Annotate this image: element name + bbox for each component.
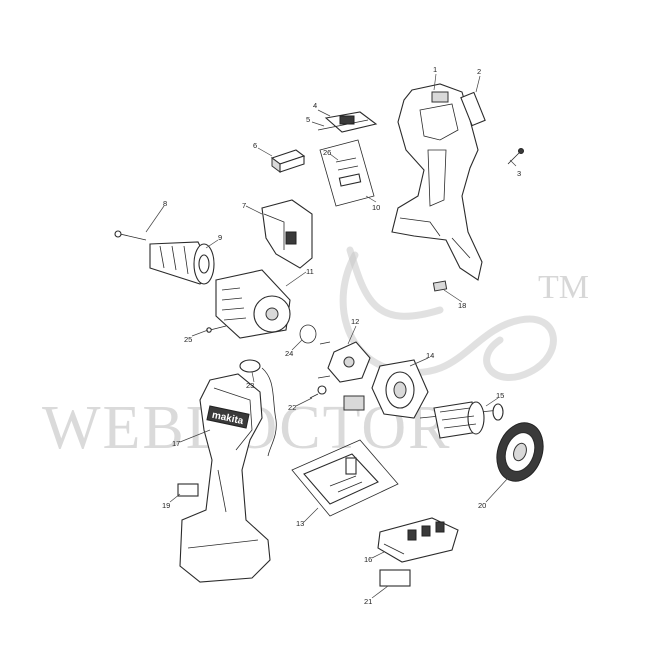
- callout-15: 15: [496, 391, 504, 400]
- callout-11: 11: [306, 267, 314, 276]
- callout-8: 8: [163, 199, 167, 208]
- watermark-trademark: TM: [538, 269, 589, 306]
- part-11-gearbox: [215, 269, 291, 339]
- part-8-screw: [114, 230, 147, 241]
- callout-18: 18: [458, 301, 466, 310]
- part-16-terminal: [377, 517, 459, 563]
- part-24-oring: [299, 324, 317, 344]
- callout-7: 7: [242, 201, 246, 210]
- callout-16: 16: [364, 555, 372, 564]
- callout-6: 6: [253, 141, 257, 150]
- part-3-screw: [507, 148, 524, 165]
- watermark: WEBDOCTOR TM: [42, 246, 589, 462]
- part-14-stator: [343, 359, 429, 419]
- part-21-label: [379, 569, 411, 587]
- part-1-housing: [391, 83, 483, 281]
- part-6-block: [270, 149, 306, 173]
- callout-21: 21: [364, 597, 372, 606]
- callout-1: 1: [433, 65, 437, 74]
- callout-13: 13: [296, 519, 304, 528]
- part-4-switch: [317, 111, 378, 133]
- part-7-controller: [261, 199, 313, 269]
- part-22-terminal: [309, 385, 327, 399]
- callout-22: 22: [288, 403, 296, 412]
- callout-10: 10: [372, 203, 380, 212]
- callout-17: 17: [172, 439, 180, 448]
- part-17-main-housing: makita: [179, 373, 271, 583]
- part-12-fan: [317, 341, 371, 383]
- part-13-board: [291, 439, 399, 517]
- callout-9: 9: [218, 233, 222, 242]
- part-20-endcap: [496, 422, 544, 482]
- part-25-screw: [206, 325, 227, 333]
- part-15-rotor: [419, 401, 504, 439]
- callout-19: 19: [162, 501, 170, 510]
- callouts: 1 2 3 4 5 6 7 8 9 10 11 12 13 14 15 16 1…: [162, 65, 521, 606]
- callout-4: 4: [313, 101, 317, 110]
- callout-3: 3: [517, 169, 521, 178]
- part-10-box: [319, 139, 375, 207]
- callout-14: 14: [426, 351, 434, 360]
- callout-25: 25: [184, 335, 192, 344]
- part-19-label: [177, 483, 199, 497]
- leader-lines: [145, 73, 517, 599]
- part-2-label: [460, 91, 486, 127]
- callout-26: 26: [323, 148, 331, 157]
- callout-5: 5: [306, 115, 310, 124]
- callout-12: 12: [351, 317, 359, 326]
- part-18-clip: [432, 280, 448, 292]
- callout-24: 24: [285, 349, 293, 358]
- part-23-led: [239, 359, 277, 457]
- callout-20: 20: [478, 501, 486, 510]
- callout-23: 23: [246, 381, 254, 390]
- callout-2: 2: [477, 67, 481, 76]
- part-9-chuck: [149, 241, 215, 285]
